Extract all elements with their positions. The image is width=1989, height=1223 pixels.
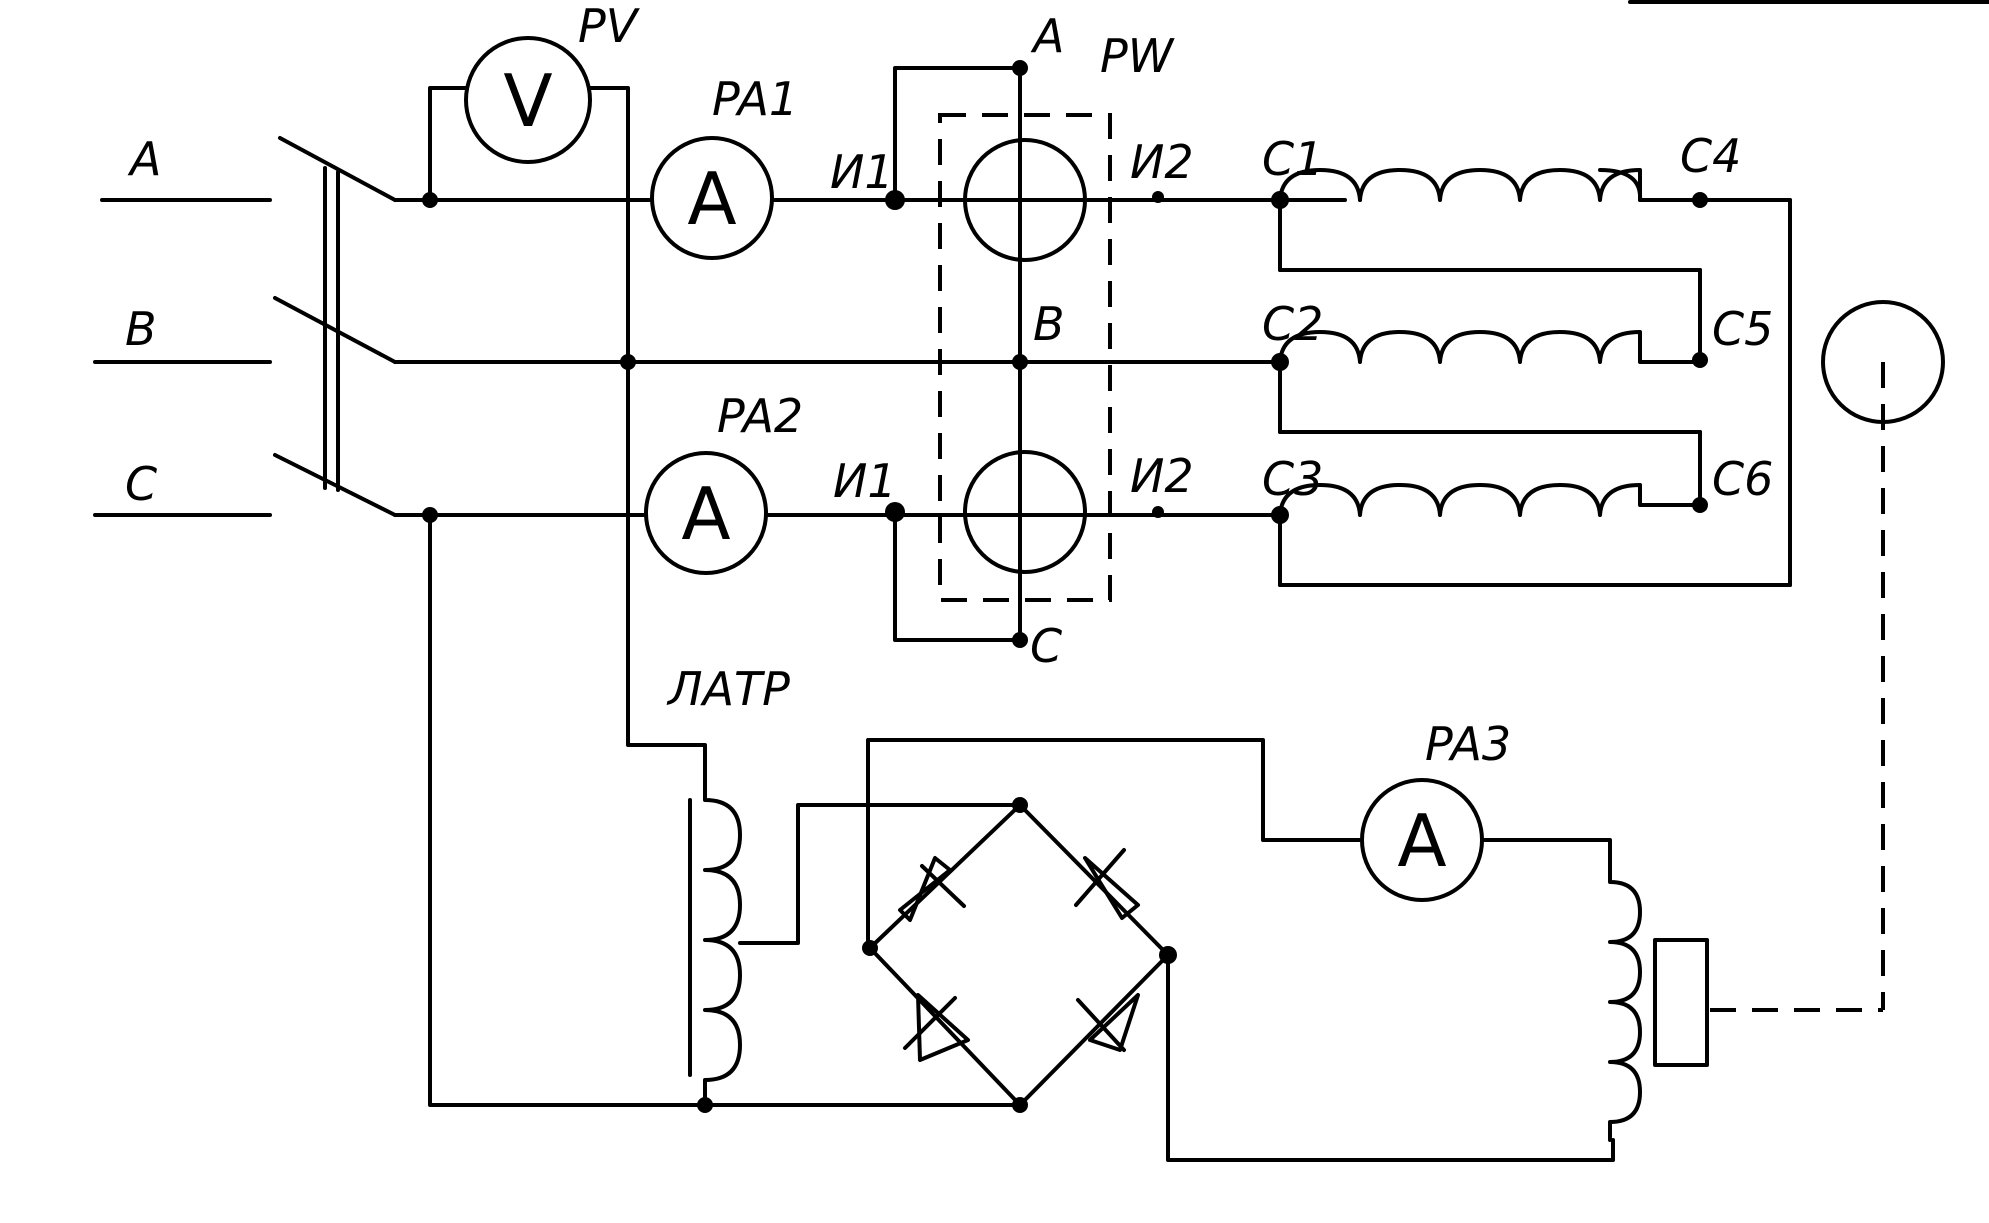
ammeter-pa3-symbol: A	[1397, 799, 1446, 883]
winding-c4-label: C4	[1680, 129, 1741, 183]
pv-label: PV	[578, 0, 641, 53]
pw-i1-bottom: И1	[833, 454, 897, 508]
winding-c6-label: C6	[1712, 452, 1773, 506]
pa2-label: PA2	[717, 389, 803, 443]
pw-label: PW	[1100, 29, 1175, 83]
pw-terminal-b: B	[1033, 297, 1065, 351]
pw-i2-top: И2	[1130, 135, 1194, 189]
pa3-label: PA3	[1425, 717, 1511, 771]
pa1-label: PA1	[712, 72, 798, 126]
wattmeter-pw	[893, 66, 1112, 642]
supply-lines	[93, 198, 272, 517]
brake-coil	[1480, 838, 1709, 1142]
stator-windings	[1278, 168, 1792, 587]
voltmeter-symbol: V	[503, 59, 552, 143]
tachogenerator	[1710, 300, 1945, 1012]
phase-c-wire	[393, 513, 1282, 1107]
diode-2	[1074, 848, 1140, 920]
ammeter-pa3: A	[1360, 778, 1484, 902]
diode-1	[898, 856, 966, 922]
diode-3	[903, 993, 970, 1062]
winding-c2-label: C2	[1262, 297, 1323, 351]
ammeter-pa1: A	[650, 136, 774, 260]
phase-b-label: B	[125, 302, 157, 356]
ammeter-pa2: A	[644, 451, 768, 575]
latr-autotransformer	[688, 788, 1022, 1107]
latr-label: ЛАТР	[666, 662, 790, 716]
winding-c5-label: C5	[1712, 302, 1773, 356]
voltmeter-pv: V	[428, 36, 707, 792]
pw-i2-bottom: И2	[1130, 449, 1194, 503]
diode-4	[1076, 993, 1140, 1052]
winding-c1-label: C1	[1262, 132, 1323, 186]
pw-terminal-a: A	[1030, 9, 1064, 63]
winding-c3-label: C3	[1262, 452, 1323, 506]
three-pole-switch	[273, 136, 397, 517]
pw-terminal-c: C	[1030, 619, 1062, 673]
phase-c-label: C	[125, 457, 157, 511]
ammeter-pa1-symbol: A	[687, 157, 736, 241]
phase-a-label: A	[127, 132, 161, 186]
pw-i1-top: И1	[830, 145, 894, 199]
ammeter-pa2-symbol: A	[681, 472, 730, 556]
